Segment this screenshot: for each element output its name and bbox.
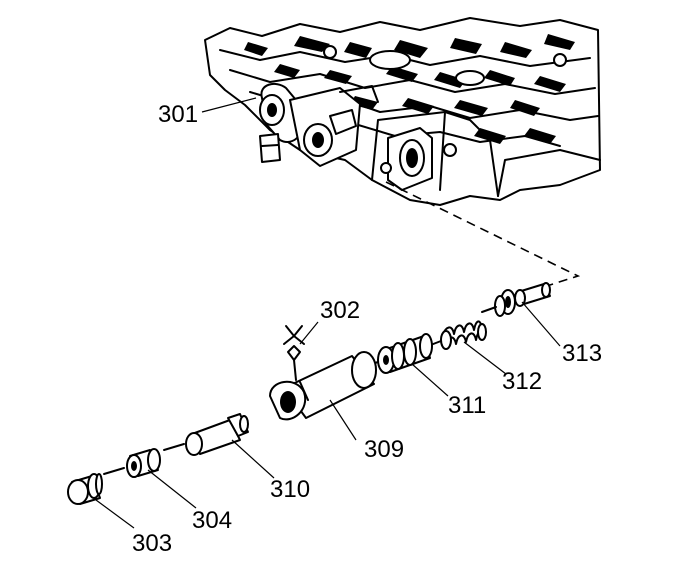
callout-311: 311 [448,392,486,419]
solenoid-assembly [259,82,379,167]
valve-body-housing [204,17,601,206]
valve-311 [365,333,433,374]
valve-310 [163,413,249,456]
callout-302: 302 [320,297,360,324]
callout-313: 313 [562,340,602,367]
callout-304: 304 [192,507,232,534]
sleeve-309 [269,351,377,421]
callout-309: 309 [364,436,404,463]
callout-303: 303 [132,530,172,557]
bushing-304 [103,448,161,478]
plug-313 [481,282,551,317]
spring-312 [427,320,487,350]
leader-lines [95,97,561,529]
callout-301: 301 [158,101,198,128]
callout-310: 310 [270,476,310,503]
callout-312: 312 [502,368,542,395]
assembly-axis-line [385,181,581,307]
plug-303 [67,473,103,505]
clip-302 [283,325,305,381]
